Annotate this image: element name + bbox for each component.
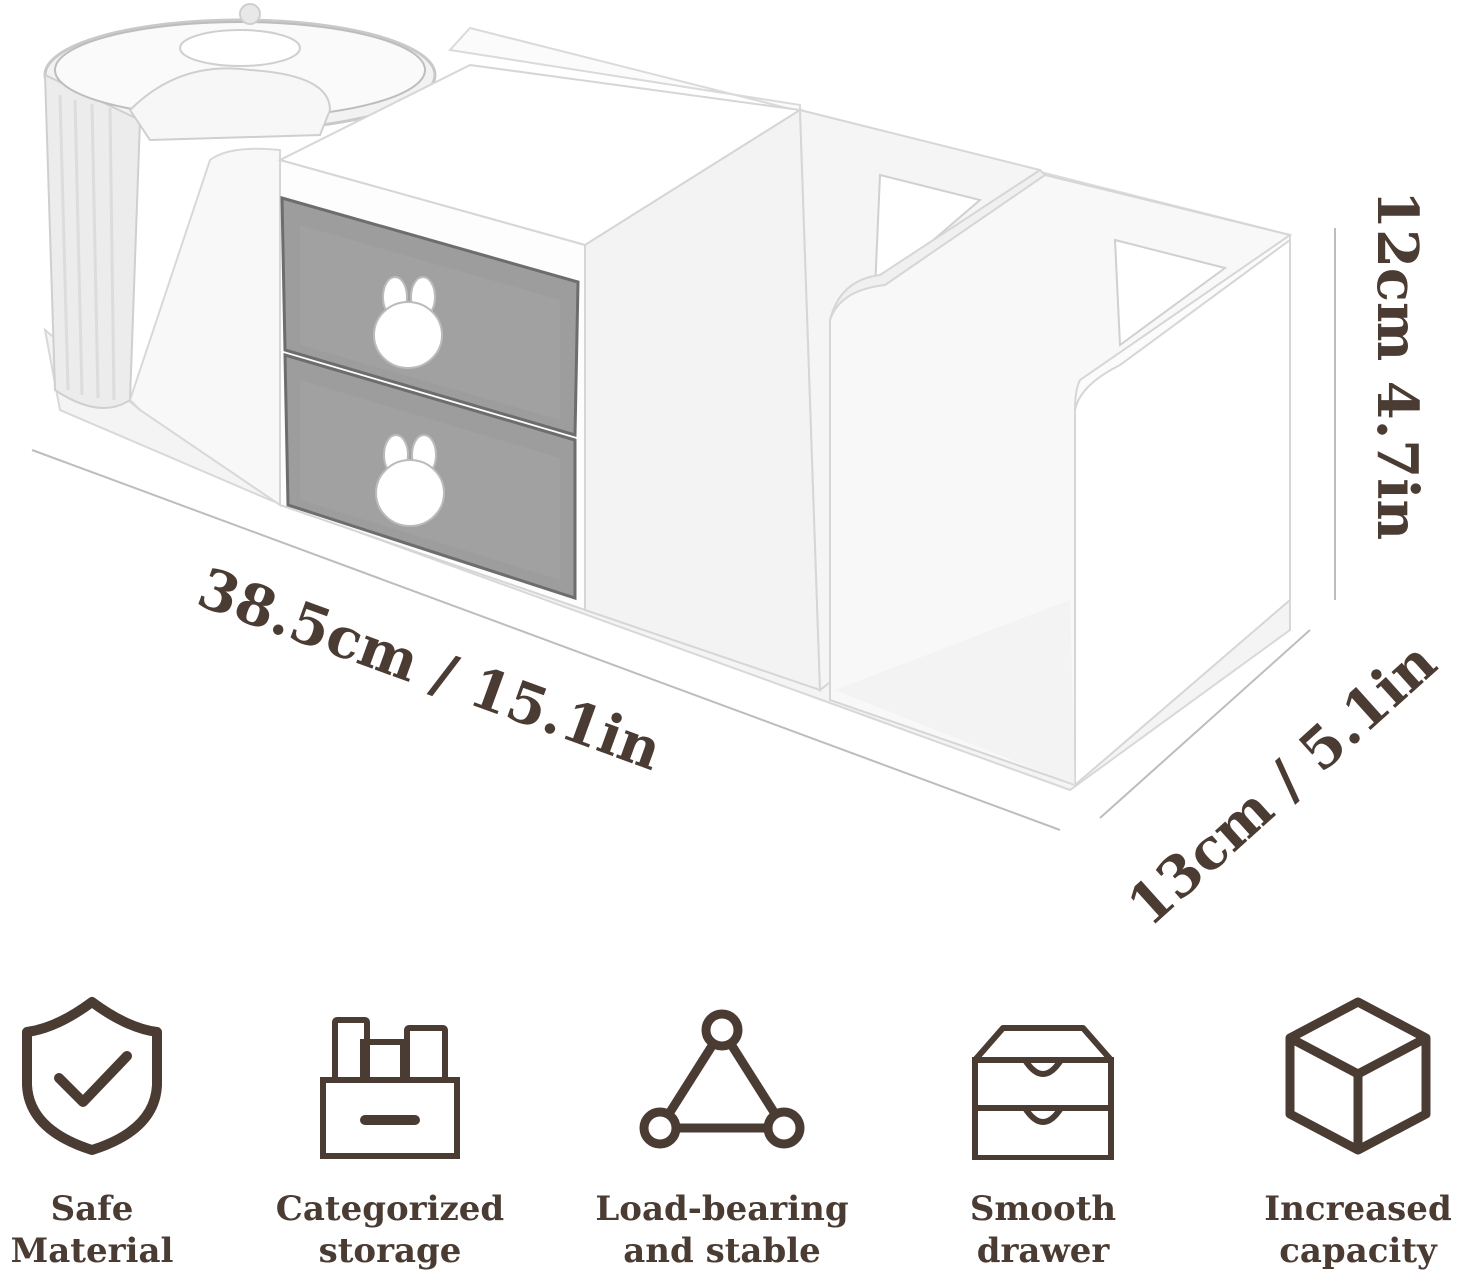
- bunny-knob-top: [373, 276, 443, 369]
- feature-label-line1: Increased: [1264, 1189, 1452, 1229]
- bunny-knob-bottom: [375, 434, 445, 527]
- feature-categorized-storage: Categorized storage: [250, 990, 530, 1284]
- cube-icon: [1285, 997, 1431, 1155]
- length-dimension-line: [31, 449, 1061, 831]
- feature-label-line2: capacity: [1279, 1231, 1437, 1271]
- storage-box-icon: [320, 1017, 460, 1159]
- feature-label-line1: Smooth: [969, 1189, 1117, 1229]
- drawer-unit: [277, 63, 822, 692]
- feature-label-line2: and stable: [623, 1231, 821, 1271]
- shield-check-icon: [22, 997, 162, 1155]
- file-compartments: [798, 108, 1293, 788]
- feature-label-line1: Load-bearing: [595, 1189, 849, 1229]
- height-label: 12cm 4.7in: [1364, 190, 1430, 541]
- feature-label-line2: storage: [318, 1231, 462, 1271]
- drawer-icon: [972, 1025, 1114, 1160]
- feature-label-line1: Safe: [50, 1189, 134, 1229]
- feature-load-bearing: Load-bearing and stable: [582, 990, 862, 1284]
- feature-safe-material: Safe Material: [0, 990, 232, 1284]
- triangle-nodes-icon: [639, 1009, 805, 1149]
- feature-increased-capacity: Increased capacity: [1218, 990, 1461, 1284]
- product-illustration: [31, 3, 1336, 831]
- pen-cup: [43, 3, 437, 409]
- feature-label-line2: drawer: [976, 1231, 1110, 1271]
- feature-row: Safe Material Categorized storage Load-b…: [0, 990, 1461, 1284]
- feature-label-line2: Material: [10, 1231, 174, 1271]
- feature-label-line1: Categorized: [275, 1189, 505, 1229]
- depth-dimension-line: [1099, 629, 1311, 819]
- feature-smooth-drawer: Smooth drawer: [903, 990, 1183, 1284]
- side-support: [128, 147, 281, 507]
